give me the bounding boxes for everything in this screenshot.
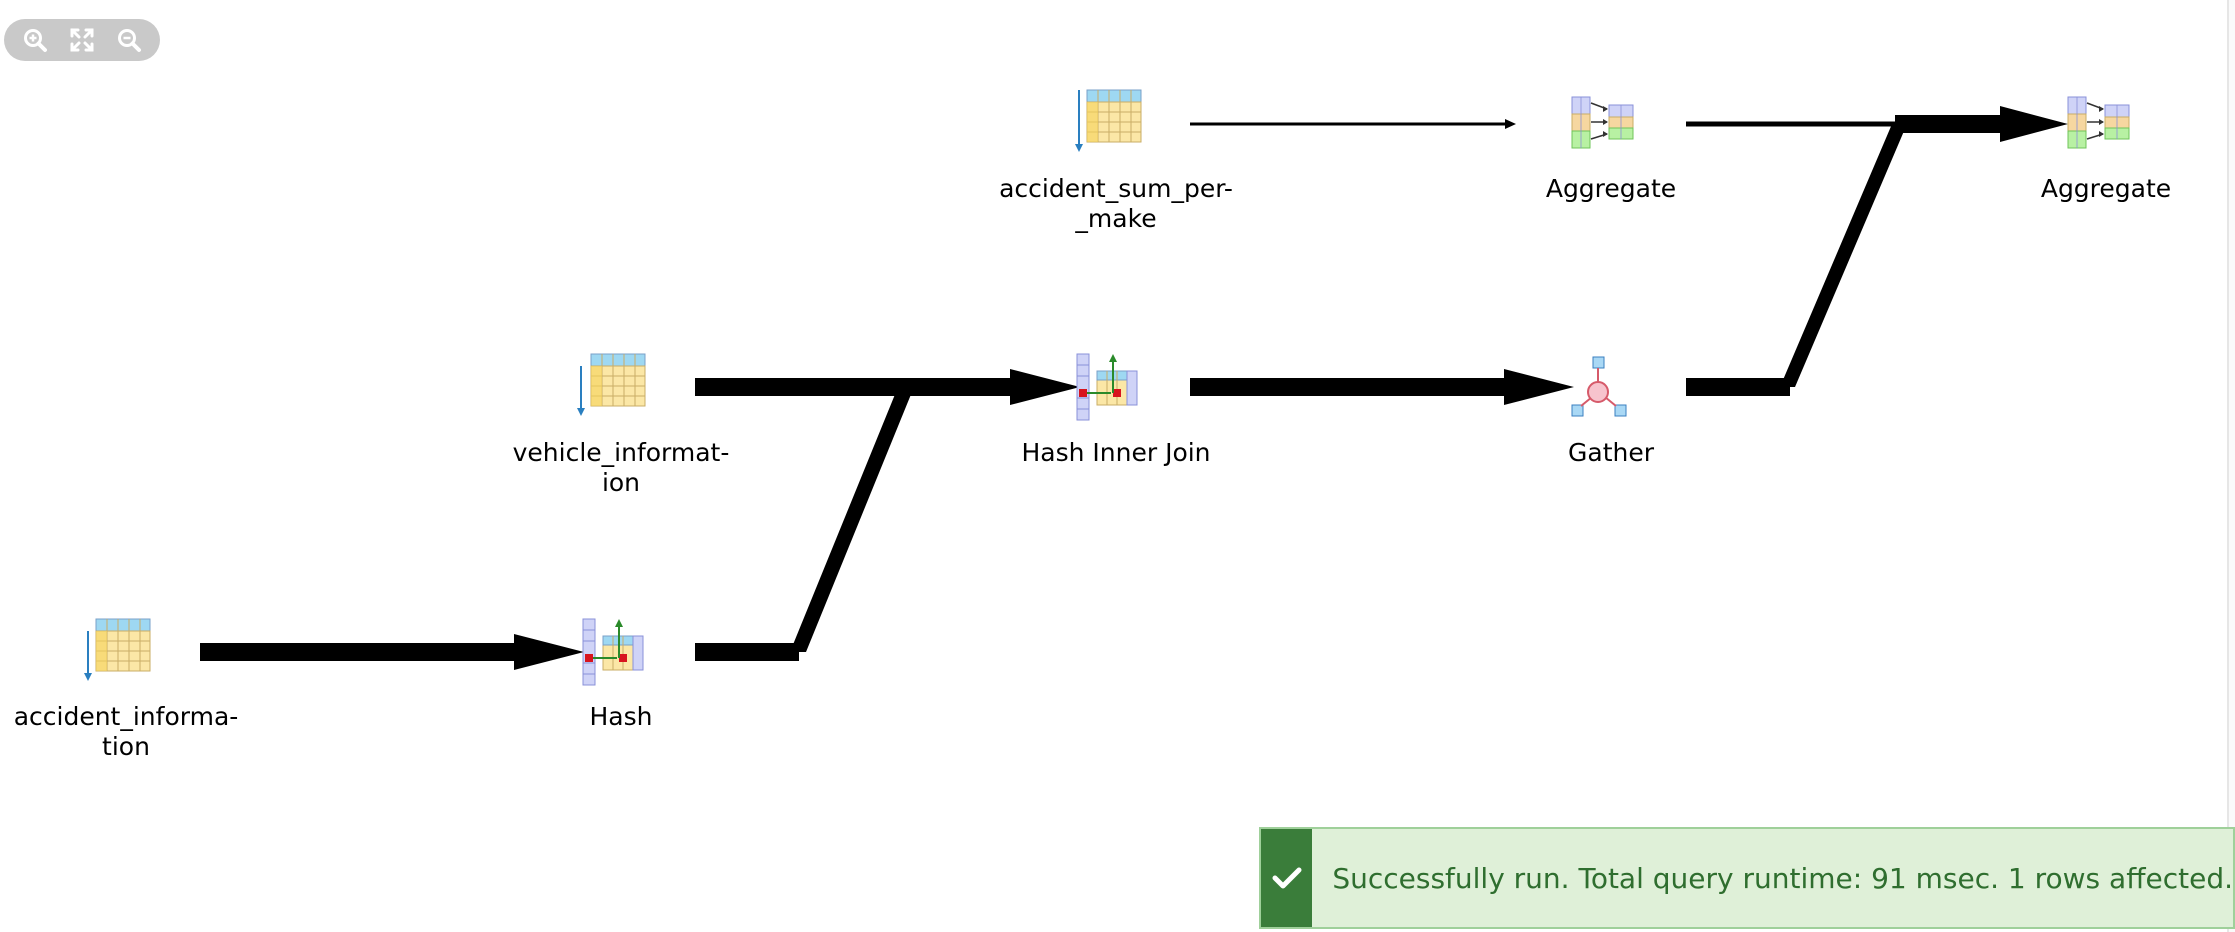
edge-join-to-gather (1190, 369, 1574, 405)
zoom-out-button[interactable] (110, 21, 148, 59)
toast-message: Successfully run. Total query runtime: 9… (1332, 861, 2233, 895)
zoom-toolbar (4, 19, 160, 61)
zoom-fit-button[interactable] (63, 21, 101, 59)
zoom-out-icon (117, 29, 141, 52)
node-label-aggregate-1: Aggregate (1545, 174, 1677, 203)
hash-join-icon[interactable] (1076, 353, 1138, 421)
success-toast[interactable]: Successfully run. Total query runtime: 9… (1259, 827, 2235, 929)
node-label-aggregate-2: Aggregate (2040, 174, 2172, 203)
edge-vehicle-to-join (695, 369, 1080, 405)
edge-aggregate-to-aggregate (1686, 106, 2068, 142)
table-scan-icon[interactable] (84, 618, 151, 681)
gather-icon[interactable] (1571, 356, 1627, 417)
edge-hash-to-join (695, 387, 914, 661)
zoom-in-button[interactable] (16, 21, 54, 59)
node-label-gather: Gather (1568, 438, 1654, 467)
aggregate-icon[interactable] (1571, 96, 1634, 149)
node-label-accident-info: accident_informa- tion (13, 702, 239, 761)
edge-accident-info-to-hash (200, 634, 584, 670)
vertical-scrollbar[interactable] (2227, 0, 2235, 932)
check-icon (1272, 867, 1302, 889)
node-label-hash-inner-join: Hash Inner Join (1021, 438, 1211, 467)
node-label-vehicle-info: vehicle_informat- ion (512, 438, 730, 497)
edge-accident-sum-to-aggregate (1190, 119, 1516, 129)
zoom-fit-icon (70, 28, 94, 52)
node-label-hash: Hash (589, 702, 653, 731)
node-label-accident-sum: accident_sum_per- _make (999, 174, 1233, 233)
hash-icon[interactable] (582, 618, 644, 686)
toast-icon-box (1261, 829, 1313, 927)
edge-gather-to-aggregate (1686, 124, 1907, 396)
table-scan-icon[interactable] (1075, 89, 1142, 152)
table-scan-icon[interactable] (577, 353, 646, 416)
zoom-in-icon (24, 29, 48, 52)
aggregate-icon[interactable] (2067, 96, 2130, 149)
